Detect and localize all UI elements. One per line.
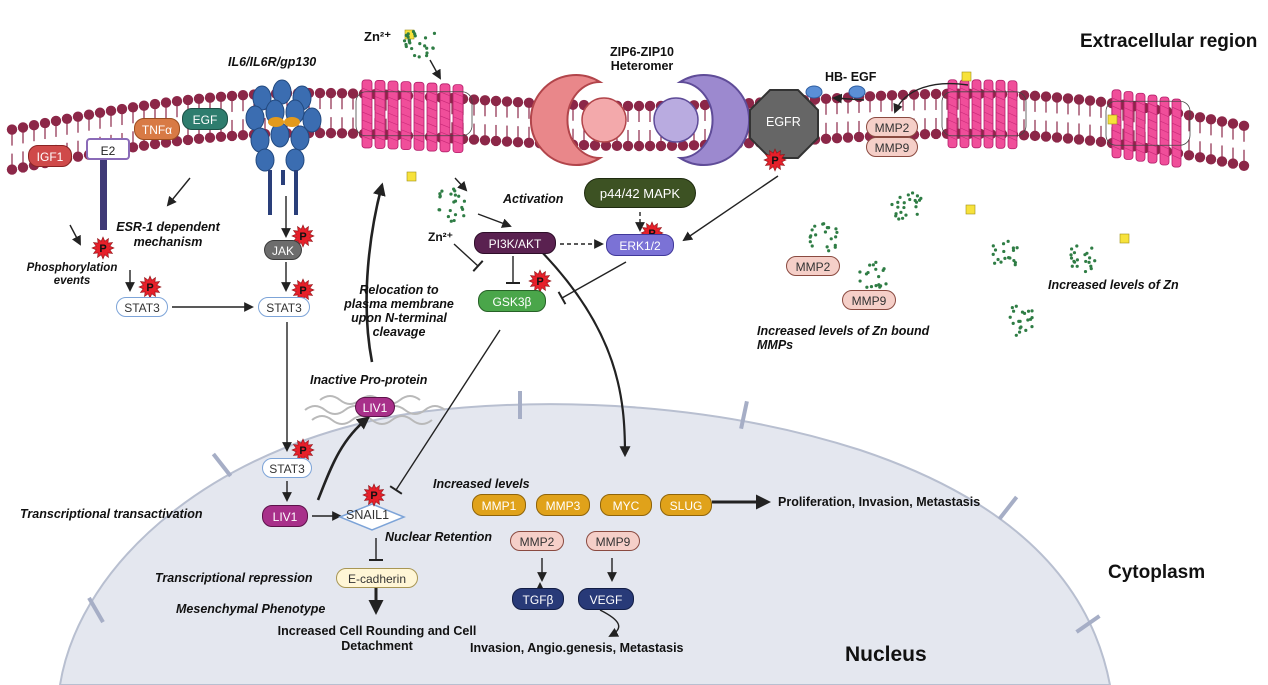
svg-text:P: P (536, 276, 543, 288)
slug-node: SLUG (660, 494, 712, 516)
svg-text:P: P (771, 155, 778, 167)
stat3-node-right: STAT3 (258, 297, 310, 317)
zinc-ions (402, 29, 1097, 337)
erk12-node: ERK1/2 (606, 234, 674, 256)
zn-mid-label: Zn²⁺ (428, 230, 453, 244)
mmp9-membrane-node: MMP9 (866, 137, 918, 157)
zip-heteromer-label: ZIP6-ZIP10 Heteromer (610, 45, 674, 73)
major-arrows (316, 182, 771, 615)
myc-node: MYC (600, 494, 652, 516)
zip6-zip10-heteromer (529, 74, 751, 166)
phosphorylation-label: Phosphorylation events (26, 262, 118, 287)
phospho-badges: PPPPPPPPP (91, 148, 787, 507)
svg-text:P: P (370, 490, 377, 502)
nucleus-label: Nucleus (845, 643, 927, 666)
pi3k-akt-node: PI3K/AKT (474, 232, 556, 254)
mesenchymal-label: Mesenchymal Phenotype (176, 602, 326, 616)
liv1-pro-protein-node: LIV1 (355, 397, 395, 417)
il6-receptor-complex (245, 79, 322, 215)
igf1-node: IGF1 (28, 145, 72, 167)
vegf-node: VEGF (578, 588, 634, 610)
il6-label: IL6/IL6R/gp130 (228, 55, 317, 69)
liv1-nuclear-node: LIV1 (262, 505, 308, 527)
activation-label: Activation (503, 192, 564, 206)
egfr-label: EGFR (766, 115, 801, 129)
mmp2-nuclear-node: MMP2 (510, 531, 564, 551)
mmp2-extracellular-node: MMP2 (786, 256, 840, 276)
cell-rounding-label: Increased Cell Rounding and Cell Detachm… (277, 624, 477, 653)
transactivation-label: Transcriptional transactivation (20, 507, 203, 521)
svg-text:P: P (299, 231, 306, 243)
increased-levels-label: Increased levels (433, 477, 530, 491)
svg-text:P: P (99, 243, 106, 255)
snail1-label: SNAIL1 (346, 508, 390, 522)
invasion-angiogenesis-label: Invasion, Angio.genesis, Metastasis (470, 641, 684, 655)
hb-egf-ligand (805, 85, 823, 99)
hb-egf-label: HB- EGF (825, 70, 877, 84)
tnfa-node: TNFα (134, 118, 180, 140)
esr1-label: ESR-1 dependent mechanism (116, 220, 220, 249)
nuclear-pores (87, 391, 1101, 634)
zn-top-label: Zn²⁺ (364, 29, 392, 44)
mmp2-membrane-node: MMP2 (866, 117, 918, 137)
e-cadherin-node: E-cadherin (336, 568, 418, 588)
nucleus-shape (58, 403, 1112, 685)
hb-egf-ligand-2 (848, 85, 866, 99)
svg-text:P: P (299, 285, 306, 297)
gsk3b-node: GSK3β (478, 290, 546, 312)
nuclear-retention-label: Nuclear Retention (385, 530, 492, 544)
proliferation-label: Proliferation, Invasion, Metastasis (778, 495, 981, 509)
svg-text:P: P (299, 445, 306, 457)
stat3-node-nuclear: STAT3 (262, 458, 312, 478)
egf-node: EGF (182, 108, 228, 130)
cytoplasm-label: Cytoplasm (1108, 562, 1206, 583)
jak-node: JAK (264, 240, 302, 260)
plasma-membrane (6, 87, 1250, 175)
mmp9-nuclear-node: MMP9 (586, 531, 640, 551)
mmp1-node: MMP1 (472, 494, 526, 516)
tgfb-node: TGFβ (512, 588, 564, 610)
stat3-node-left: STAT3 (116, 297, 168, 317)
svg-text:P: P (146, 282, 153, 294)
transcriptional-repression-label: Transcriptional repression (155, 571, 313, 585)
p44-42-mapk-node: p44/42 MAPK (584, 178, 696, 208)
egfr-receptor (749, 89, 819, 159)
mmp9-extracellular-node: MMP9 (842, 290, 896, 310)
extracellular-region-label: Extracellular region (1080, 31, 1258, 52)
relocation-label: Relocation to plasma membrane upon N-ter… (344, 283, 454, 339)
mmp3-node: MMP3 (536, 494, 590, 516)
e2-receptor-stalk (100, 160, 107, 230)
pathway-arrows (69, 59, 969, 637)
inactive-proprotein-label: Inactive Pro-protein (310, 373, 428, 387)
e2-node: E2 (86, 138, 130, 160)
increased-zn-label: Increased levels of Zn (1048, 278, 1179, 292)
increased-zn-mmps-label: Increased levels of Zn bound MMPs (757, 324, 930, 352)
